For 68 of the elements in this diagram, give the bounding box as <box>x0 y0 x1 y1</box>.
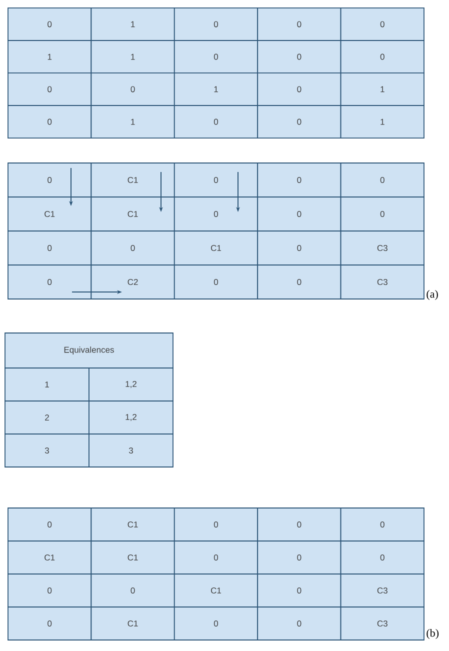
table-cell: 0 <box>257 230 342 266</box>
table-cell: 1 <box>90 40 175 74</box>
table-cell: 1,2 <box>88 400 174 434</box>
table-cell: 0 <box>257 196 342 232</box>
table-cell: 0 <box>257 162 342 198</box>
table-cell: 0 <box>8 230 92 266</box>
table-cell: 0 <box>257 606 342 640</box>
table-cell: 0 <box>340 40 424 74</box>
table-cell: 0 <box>257 508 342 542</box>
table-cell: 0 <box>90 72 175 106</box>
table-cell: 0 <box>257 72 342 106</box>
table-cell: 0 <box>174 508 258 542</box>
table-cell: 0 <box>257 574 342 608</box>
table-cell: 0 <box>174 40 258 74</box>
table-cell: 0 <box>174 540 258 574</box>
table-cell: 0 <box>8 162 92 198</box>
table-cell: C1 <box>90 162 175 198</box>
table-cell: 1 <box>90 8 175 41</box>
table-cell: 0 <box>174 8 258 41</box>
table-cell: 0 <box>8 105 92 138</box>
table-cell: 0 <box>340 508 424 542</box>
table-cell: 0 <box>8 606 92 640</box>
table-cell: C1 <box>90 606 175 640</box>
table-cell: C3 <box>340 606 424 640</box>
table-cell: 0 <box>8 8 92 41</box>
table-cell: 0 <box>257 264 342 300</box>
table-cell: 0 <box>8 72 92 106</box>
table-cell: 0 <box>340 196 424 232</box>
table-cell: 0 <box>174 105 258 138</box>
table-cell: 1 <box>340 105 424 138</box>
table-cell: 0 <box>174 162 258 198</box>
table-cell: 0 <box>90 574 175 608</box>
table-cell: 0 <box>257 8 342 41</box>
table-cell: 0 <box>174 264 258 300</box>
table-cell: 3 <box>4 434 90 468</box>
panel-label: (b) <box>426 629 439 639</box>
table-cell: 0 <box>257 40 342 74</box>
table-cell: C3 <box>340 264 424 300</box>
table-cell: 0 <box>90 230 175 266</box>
table-cell: C2 <box>90 264 175 300</box>
table-cell: 1 <box>90 105 175 138</box>
table-cell: C1 <box>8 540 92 574</box>
table-cell: C1 <box>90 196 175 232</box>
table-cell: 0 <box>340 8 424 41</box>
table-cell: 2 <box>4 400 90 434</box>
table-cell: C1 <box>174 574 258 608</box>
panel-label: (a) <box>426 290 438 300</box>
table-cell: 0 <box>8 574 92 608</box>
table-cell: 1,2 <box>88 368 174 402</box>
table-cell: 0 <box>257 105 342 138</box>
table-cell: C1 <box>174 230 258 266</box>
table-cell: 1 <box>174 72 258 106</box>
table-cell: 0 <box>174 196 258 232</box>
table-cell: 0 <box>174 606 258 640</box>
table-cell: 1 <box>340 72 424 106</box>
table-cell: C1 <box>90 508 175 542</box>
table-cell: C1 <box>8 196 92 232</box>
table-cell: 0 <box>340 162 424 198</box>
table-cell: C3 <box>340 230 424 266</box>
table-cell: C3 <box>340 574 424 608</box>
table-cell: 0 <box>8 508 92 542</box>
table-cell: 0 <box>340 540 424 574</box>
table-cell: 1 <box>8 40 92 74</box>
table-cell: 3 <box>88 434 174 468</box>
table-cell: 0 <box>257 540 342 574</box>
table-cell: C1 <box>90 540 175 574</box>
table-cell: 1 <box>4 368 90 402</box>
table-cell: 0 <box>8 264 92 300</box>
